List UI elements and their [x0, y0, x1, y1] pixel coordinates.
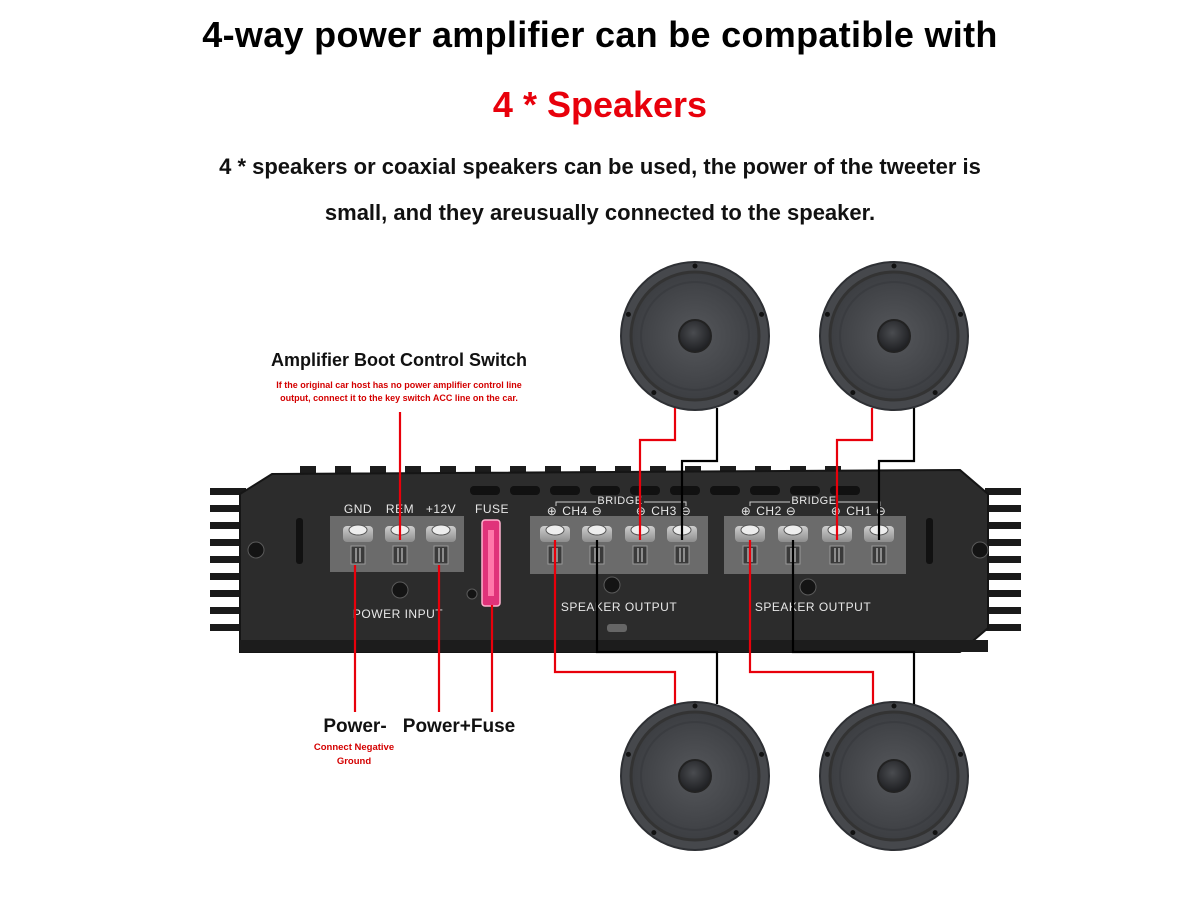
- wire-ch1-positive: [835, 408, 874, 540]
- ch4-label: CH4: [562, 504, 588, 518]
- bridge-bracket-left: [555, 501, 687, 506]
- ch4-plus-symbol: ⊕: [547, 504, 558, 518]
- fuse-element: [488, 530, 494, 596]
- boot-switch-note: If the original car host has no power am…: [258, 379, 540, 405]
- description-line-1: 4 * speakers or coaxial speakers can be …: [219, 154, 981, 179]
- led-indicator: [607, 624, 627, 632]
- speaker-bottom-right: [819, 701, 969, 851]
- wire-ch3-positive: [638, 408, 677, 540]
- wire-ch4-negative: [595, 540, 719, 704]
- fuse-label: FUSE: [475, 502, 509, 516]
- description-line-2: small, and they areusually connected to …: [324, 200, 876, 225]
- heatsink-fins-left: [210, 488, 246, 631]
- boot-switch-title: Amplifier Boot Control Switch: [271, 350, 527, 370]
- mounting-screws: [247, 541, 989, 600]
- bridge-label-left: BRIDGE: [597, 495, 642, 507]
- heatsink-fins-right: [985, 488, 1021, 631]
- vent-slots: [296, 486, 933, 564]
- ch4-minus-symbol: ⊖: [592, 504, 603, 518]
- wire-ch2-positive: [748, 540, 875, 704]
- terminal-gnd[interactable]: [343, 524, 373, 565]
- speakers: [620, 261, 969, 851]
- speaker-output-label-right: SPEAKER OUTPUT: [755, 600, 872, 614]
- terminal-+12v[interactable]: [426, 524, 456, 565]
- boot-switch-note-line-1: If the original car host has no power am…: [276, 380, 522, 390]
- speaker-output-label-left: SPEAKER OUTPUT: [561, 600, 678, 614]
- ch2-minus-symbol: ⊖: [786, 504, 797, 518]
- terminal-label-gnd: GND: [344, 502, 372, 516]
- power-input-label: POWER INPUT: [353, 607, 443, 621]
- speaker-top-left: [620, 261, 770, 411]
- speaker-top-right: [819, 261, 969, 411]
- wire-ch2-negative: [791, 540, 916, 704]
- terminals: [343, 524, 894, 565]
- power-negative-note-line-2: Ground: [336, 756, 372, 767]
- ch1-label: CH1: [846, 504, 872, 518]
- callout-wires: [353, 412, 494, 712]
- bridge-label-right: BRIDGE: [791, 495, 836, 507]
- ch3-minus-symbol: ⊖: [681, 504, 692, 518]
- wire-ch1-negative: [877, 408, 916, 540]
- page-subtitle: 4 * Speakers: [492, 84, 708, 125]
- power-negative-note-line-1: Connect Negative: [313, 742, 395, 753]
- ch2-label: CH2: [756, 504, 782, 518]
- terminal-label-12v: +12V: [426, 502, 456, 516]
- speaker-bottom-left: [620, 701, 770, 851]
- amplifier-base: [240, 640, 988, 652]
- wire-ch4-positive: [553, 540, 677, 704]
- ch2-plus-symbol: ⊕: [741, 504, 752, 518]
- power-negative-label: Power-: [323, 716, 387, 737]
- ch1-plus-symbol: ⊕: [831, 504, 842, 518]
- power-fuse-label: Power+Fuse: [402, 716, 516, 737]
- power-negative-note: Connect Negative Ground: [304, 741, 404, 769]
- wire-ch3-negative: [680, 408, 719, 540]
- speaker-wires: [553, 408, 916, 704]
- ch3-label: CH3: [651, 504, 677, 518]
- boot-switch-note-line-2: output, connect it to the key switch ACC…: [280, 393, 518, 403]
- page-title: 4-way power amplifier can be compatible …: [202, 14, 998, 55]
- ch1-minus-symbol: ⊖: [876, 504, 887, 518]
